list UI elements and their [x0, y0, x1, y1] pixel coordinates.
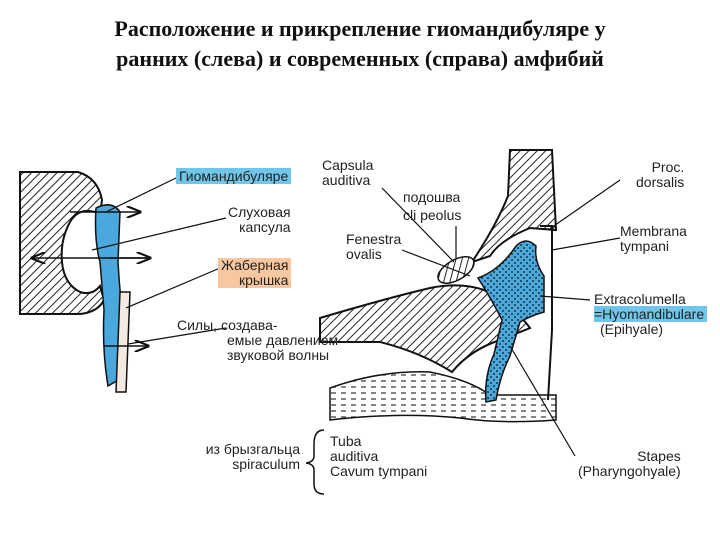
label-tuba: Tuba auditiva Cavum tympani: [330, 434, 427, 479]
footplate-shape: [437, 256, 475, 284]
leader-fenestra: [401, 249, 471, 277]
label-otic-capsule-line-1: Слуховая: [228, 204, 291, 220]
label-stapes-line-2: (Pharyngohyale): [578, 463, 681, 479]
cavity-region: [329, 371, 557, 423]
label-capsula: Capsula auditiva: [322, 158, 373, 188]
title-line-2: ранних (слева) и современных (справа) ам…: [116, 46, 604, 71]
title-line-1: Расположение и прикрепление гиомандибуля…: [114, 16, 606, 41]
label-epihyale-text: (Epihyale): [600, 321, 664, 337]
columella-bone: [476, 240, 545, 403]
label-proc-line-1: Proc.: [651, 159, 685, 175]
label-proc: Proc. dorsalis: [636, 160, 684, 190]
label-proc-line-2: dorsalis: [636, 174, 685, 190]
tympanic-membrane: [540, 225, 553, 401]
label-operculum-line-2: крышка: [218, 273, 292, 288]
skull-bone-upper: [469, 149, 558, 264]
label-membrana-line-2: tympani: [620, 238, 670, 254]
label-stapes-line-1: Stapes: [637, 448, 681, 464]
slide-title: Расположение и прикрепление гиомандибуля…: [0, 14, 720, 74]
label-operculum-line-1: Жаберная: [218, 258, 292, 273]
leader-operculum: [125, 267, 221, 309]
label-fenestra-line-1: Fenestra: [346, 231, 402, 247]
label-capsula-line-1: Capsula: [322, 157, 374, 173]
label-membrana: Membrana tympani: [620, 224, 687, 254]
label-operculum: Жаберная крышка: [218, 258, 292, 288]
label-extracolumella: Extracolumella =Hyomandibulare (Epihyale…: [594, 291, 708, 337]
label-fenestra-line-2: ovalis: [346, 246, 382, 262]
operculum-rod: [115, 291, 131, 393]
label-footplate-line-2: cli peolus: [403, 207, 462, 223]
leader-stapes: [509, 345, 576, 457]
label-hyomandibular: Гиомандибуляре: [176, 168, 292, 184]
leader-proc: [547, 179, 621, 231]
label-forces-line-1: Силы, создава-: [177, 317, 278, 333]
leader-extracolumella: [539, 295, 591, 301]
left-diagram: [19, 171, 227, 393]
brace: [305, 429, 325, 495]
label-otic-capsule-line-2: капсула: [239, 219, 291, 235]
leader-capsula: [381, 187, 455, 263]
label-extracolumella-text: Extracolumella: [594, 291, 686, 307]
leader-otic-capsule: [91, 217, 227, 251]
otic-capsule-shape: [19, 171, 106, 315]
label-forces-line-2: емые давлением: [227, 332, 339, 348]
label-tuba-line-3: Cavum tympani: [330, 463, 428, 479]
label-tuba-line-1: Tuba: [330, 433, 362, 449]
label-forces: Силы, создава- емые давлением звуковой в…: [177, 318, 338, 363]
label-membrana-line-1: Membrana: [620, 223, 687, 239]
leader-membrana: [551, 237, 621, 251]
label-hyomandibular-text: Гиомандибуляре: [176, 168, 292, 184]
label-spiracle: из брызгальца spiraculum: [170, 442, 300, 472]
label-otic-capsule: Слуховая капсула: [228, 205, 291, 235]
label-hyomandibulare-text: =Hyomandibulare: [594, 306, 708, 322]
label-footplate-line-1: подошва: [403, 189, 461, 205]
label-forces-line-3: звуковой волны: [227, 347, 330, 363]
label-footplate: подошва cli peolus: [403, 190, 461, 223]
leader-forces: [127, 327, 227, 345]
right-diagram: [305, 149, 621, 495]
label-spiracle-line-2: spiraculum: [232, 456, 300, 472]
label-fenestra: Fenestra ovalis: [346, 232, 401, 262]
label-tuba-line-2: auditiva: [330, 448, 379, 464]
leader-hyomandibular: [105, 176, 179, 213]
label-capsula-line-2: auditiva: [322, 172, 371, 188]
label-spiracle-line-1: из брызгальца: [205, 441, 300, 457]
label-stapes: Stapes (Pharyngohyale): [578, 449, 681, 479]
